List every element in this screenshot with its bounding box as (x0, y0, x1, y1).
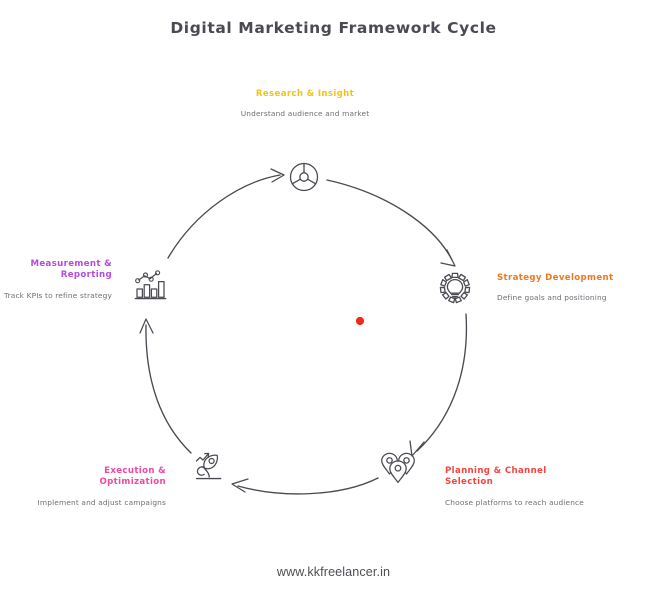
node-description-execution: Implement and adjust campaigns (37, 497, 166, 507)
node-title-strategy: Strategy Development (497, 273, 614, 283)
node-label-strategy[interactable]: Strategy Development Define goals and po… (497, 273, 667, 304)
node-title-research: Research & Insight (255, 89, 355, 99)
gear-lightbulb-icon (439, 272, 471, 304)
connector-measurement-to-research (167, 168, 285, 259)
pie-chart-icon (289, 162, 319, 192)
footer-website-url[interactable]: www.kkfreelancer.in (276, 565, 391, 579)
connector-research-to-strategy (326, 179, 456, 267)
node-description-measurement: Track KPIs to refine strategy (4, 290, 112, 300)
node-description-planning: Choose platforms to reach audience (445, 497, 584, 507)
node-label-planning[interactable]: Planning & Channel Selection Choose plat… (445, 466, 605, 508)
node-title-planning: Planning & Channel Selection (445, 466, 547, 488)
map-pins-icon (381, 452, 415, 484)
node-description-strategy: Define goals and positioning (497, 293, 607, 303)
connector-planning-to-execution (231, 477, 379, 495)
page-title: Digital Marketing Framework Cycle (170, 19, 497, 37)
node-label-research[interactable]: Research & Insight Understand audience a… (205, 89, 405, 120)
node-description-research: Understand audience and market (240, 109, 370, 119)
center-dot (355, 316, 365, 326)
connector-strategy-to-planning (409, 313, 468, 457)
node-title-execution: Execution & Optimization (99, 466, 166, 488)
node-label-execution[interactable]: Execution & Optimization Implement and a… (20, 466, 166, 508)
bar-line-chart-icon (134, 270, 167, 300)
connector-execution-to-measurement (139, 318, 192, 454)
node-label-measurement[interactable]: Measurement & Reporting Track KPIs to re… (0, 259, 112, 301)
node-title-measurement: Measurement & Reporting (30, 259, 112, 281)
rocket-growth-icon (195, 452, 222, 480)
